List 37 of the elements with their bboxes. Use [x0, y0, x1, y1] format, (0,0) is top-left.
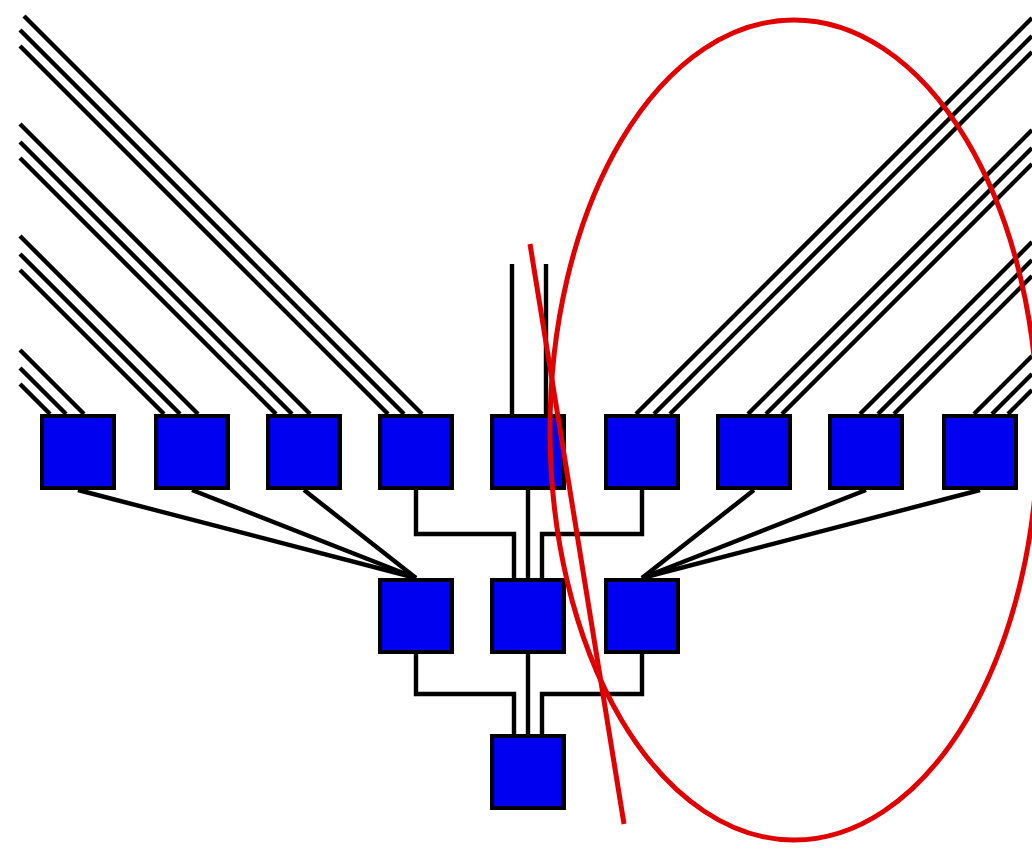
connector-line — [413, 654, 517, 734]
connector-line — [18, 382, 52, 416]
connector-line — [641, 487, 867, 581]
connector-line — [892, 274, 1032, 416]
square-block — [942, 414, 1018, 490]
connector-line — [539, 490, 645, 578]
connector-line — [525, 490, 531, 578]
connector-line — [525, 654, 531, 734]
connector-line — [641, 487, 981, 581]
connector-line — [640, 488, 756, 580]
square-block — [604, 414, 680, 490]
connector-line — [858, 240, 1032, 416]
connector-line — [18, 348, 86, 416]
square-block — [40, 414, 116, 490]
connector-line — [18, 268, 166, 416]
square-block — [716, 414, 792, 490]
square-block — [378, 414, 454, 490]
connector-line — [1006, 388, 1032, 416]
square-block — [378, 578, 454, 654]
square-block — [154, 414, 230, 490]
connector-line — [191, 487, 417, 581]
connector-line — [972, 354, 1032, 416]
connector-line — [18, 252, 182, 416]
square-block — [828, 414, 904, 490]
square-block — [266, 414, 342, 490]
connector-line — [876, 258, 1032, 416]
connector-line — [302, 488, 418, 580]
connector-line — [18, 234, 200, 416]
connector-line — [539, 654, 645, 734]
square-block — [490, 734, 566, 810]
square-block — [604, 578, 680, 654]
connector-line — [509, 264, 515, 414]
connector-line — [543, 264, 549, 414]
square-block — [490, 578, 566, 654]
connector-line — [18, 366, 68, 416]
connector-line — [413, 490, 517, 578]
connector-line — [990, 372, 1032, 416]
